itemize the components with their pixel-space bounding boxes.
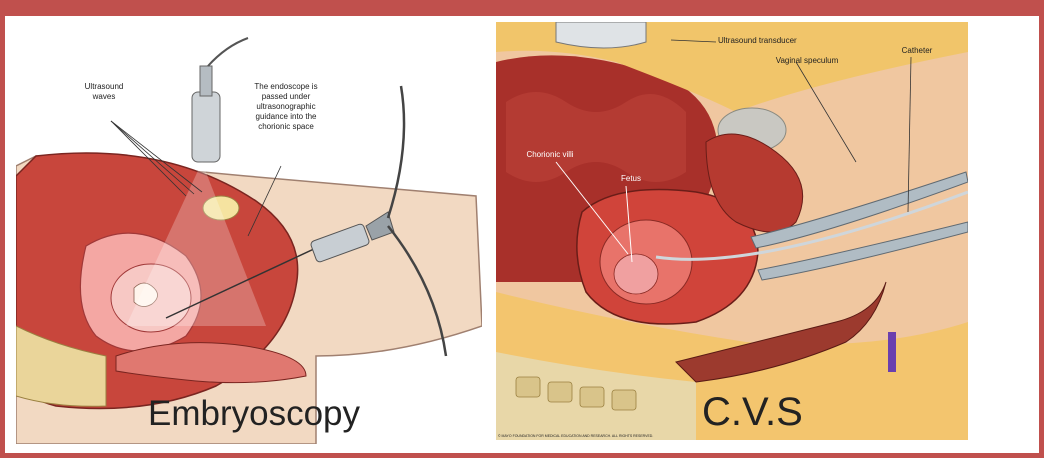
cvs-caption: C.V.S	[702, 390, 803, 435]
top-accent-band	[0, 0, 1044, 16]
catheter-label: Catheter	[892, 46, 942, 56]
embryoscopy-caption: Embryoscopy	[148, 394, 360, 434]
speculum-label: Vaginal speculum	[762, 56, 852, 66]
ultrasound-waves-label: Ultrasound waves	[74, 82, 134, 102]
cvs-drawing	[496, 22, 968, 440]
embryoscopy-illustration: Ultrasound waves The endoscope is passed…	[16, 26, 482, 444]
chorionic-villi-label: Chorionic villi	[518, 150, 582, 160]
transducer-label: Ultrasound transducer	[718, 36, 828, 46]
cvs-illustration: Ultrasound transducer Catheter Vaginal s…	[496, 22, 968, 440]
fetus-label: Fetus	[614, 174, 648, 184]
endoscope-note-label: The endoscope is passed under ultrasonog…	[248, 82, 324, 132]
copyright-footer: © MAYO FOUNDATION FOR MEDICAL EDUCATION …	[498, 434, 798, 439]
